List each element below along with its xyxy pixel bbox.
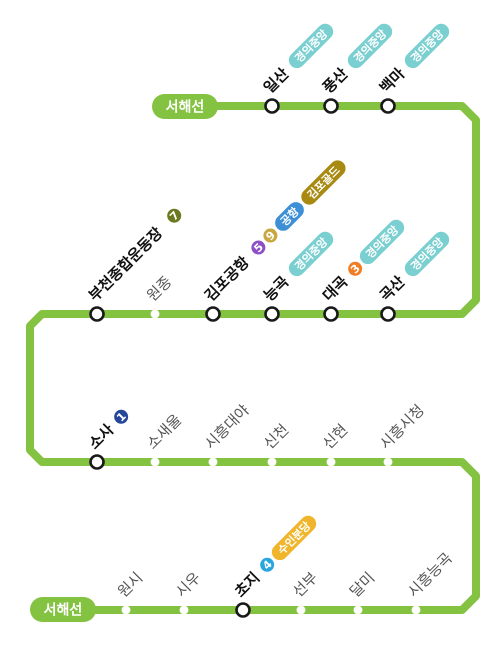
line-track	[26, 102, 480, 614]
station-name: 달미	[346, 569, 378, 601]
station-name: 신현	[319, 421, 351, 453]
station-marker-transfer	[264, 98, 280, 114]
station-marker	[353, 605, 363, 615]
station-siheungdaeya[interactable]: 시흥대야	[201, 401, 253, 467]
station-marker	[208, 457, 218, 467]
svg-text:경의중앙: 경의중앙	[292, 27, 331, 66]
line-pill: 공항	[275, 202, 304, 231]
station-siheungneunggok[interactable]: 시흥능곡	[404, 549, 456, 615]
station-name: 대곡	[319, 272, 351, 304]
station-name: 신천	[260, 421, 292, 453]
station-marker-transfer	[89, 306, 105, 322]
line-pill: 경의중앙	[404, 23, 450, 69]
station-name: 시흥시청	[376, 401, 428, 453]
terminal-bottom[interactable]: 서해선	[30, 597, 96, 622]
station-name: 시우	[172, 568, 204, 600]
station-marker-transfer	[264, 306, 280, 322]
station-marker-transfer	[205, 306, 221, 322]
station-marker-transfer	[89, 454, 105, 470]
line-pill: 경의중앙	[404, 231, 450, 277]
station-name: 백마	[376, 64, 408, 96]
line-pill: 경의중앙	[359, 219, 405, 265]
station-marker-transfer	[380, 306, 396, 322]
line-badge-3: 3	[348, 261, 363, 277]
terminal-top[interactable]: 서해선	[152, 94, 218, 119]
svg-text:3: 3	[348, 262, 363, 277]
station-marker	[179, 605, 189, 615]
station-label-group: 신천	[260, 421, 292, 453]
station-sosaeul[interactable]: 소새울	[143, 411, 185, 467]
line-badge-7: 7	[167, 208, 182, 224]
station-name: 풍산	[319, 64, 351, 96]
svg-text:경의중앙: 경의중앙	[408, 27, 447, 66]
terminal-top-label: 서해선	[166, 100, 205, 116]
svg-text:경의중앙: 경의중앙	[363, 223, 402, 262]
station-marker	[150, 309, 160, 319]
station-label-group: 원시	[114, 569, 146, 601]
line-pill: 경의중앙	[347, 23, 393, 69]
line-badge-9: 9	[263, 228, 278, 244]
station-marker-transfer	[380, 98, 396, 114]
station-name: 시흥대야	[201, 401, 253, 453]
station-label-group: 소새울	[143, 411, 185, 453]
station-marker	[296, 605, 306, 615]
svg-text:김포골드: 김포골드	[305, 164, 343, 202]
station-name: 곡산	[376, 272, 408, 304]
station-marker-transfer	[323, 306, 339, 322]
station-label-group: 선부	[289, 568, 321, 600]
station-name: 소새울	[143, 411, 185, 453]
station-label-group: 시우	[172, 568, 204, 600]
station-name: 소사	[85, 420, 117, 452]
station-marker	[411, 605, 421, 615]
station-name: 초지	[231, 569, 263, 601]
station-label-group: 달미	[346, 569, 378, 601]
station-marker	[267, 457, 277, 467]
svg-text:경의중앙: 경의중앙	[351, 27, 390, 66]
station-name: 일산	[260, 64, 292, 96]
svg-text:1: 1	[114, 410, 129, 425]
station-label-group: 원종	[143, 273, 175, 305]
station-label-group: 시흥시청	[376, 401, 428, 453]
terminal-bottom-label: 서해선	[44, 603, 83, 619]
svg-text:수인분당: 수인분당	[275, 519, 314, 558]
line-pill: 수인분당	[271, 515, 317, 561]
svg-text:경의중앙: 경의중앙	[292, 235, 331, 274]
svg-text:5: 5	[251, 241, 266, 256]
station-marker-transfer	[323, 98, 339, 114]
station-siheungsicheong[interactable]: 시흥시청	[376, 401, 428, 467]
svg-text:7: 7	[167, 209, 182, 224]
line-pill: 김포골드	[301, 160, 346, 205]
station-marker	[326, 457, 336, 467]
station-name: 시흥능곡	[404, 549, 456, 601]
station-marker	[383, 457, 393, 467]
station-label-group: 소사1	[85, 409, 129, 453]
station-marker	[150, 457, 160, 467]
line-badge-5: 5	[251, 240, 266, 256]
station-name: 선부	[289, 568, 321, 600]
station-name: 김포공항	[201, 253, 253, 305]
line-pill: 경의중앙	[288, 231, 334, 277]
station-marker	[121, 605, 131, 615]
station-name: 원시	[114, 569, 146, 601]
station-label-group: 시흥대야	[201, 401, 253, 453]
station-name: 원종	[143, 273, 175, 305]
station-name: 능곡	[260, 272, 292, 304]
svg-text:9: 9	[263, 229, 278, 244]
station-label-group: 신현	[319, 421, 351, 453]
line-pill: 경의중앙	[288, 23, 334, 69]
svg-text:경의중앙: 경의중앙	[408, 235, 447, 274]
line-badge-1: 1	[114, 409, 129, 425]
station-marker-transfer	[235, 602, 251, 618]
station-label-group: 시흥능곡	[404, 549, 456, 601]
line-badge-4: 4	[260, 558, 275, 572]
